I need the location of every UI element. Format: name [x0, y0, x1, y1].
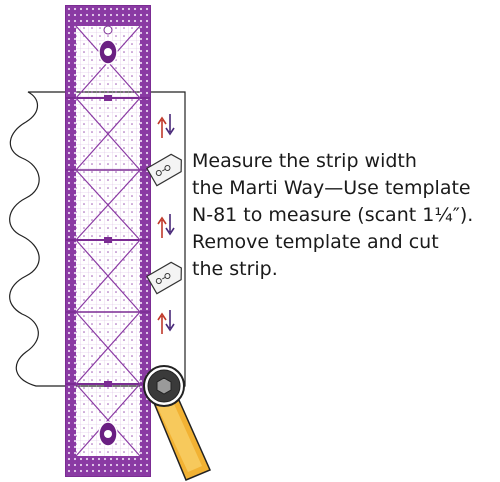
- instruction-line: the Marti Way—Use template: [192, 177, 471, 199]
- up-down-arrow-icon: [157, 114, 175, 138]
- template-n81-upper: [146, 153, 182, 187]
- template-n81-lower: [146, 261, 182, 295]
- ruler-logo-bottom: [98, 421, 118, 447]
- instruction-text: Measure the strip width the Marti Way—Us…: [192, 148, 492, 283]
- instruction-line: Remove template and cut: [192, 231, 439, 253]
- arrows-group: [157, 114, 175, 334]
- up-down-arrow-icon: [157, 214, 175, 238]
- instruction-line: the strip.: [192, 258, 278, 280]
- instruction-line: N-81 to measure (scant 1¼″).: [192, 204, 474, 226]
- instruction-line: Measure the strip width: [192, 150, 417, 172]
- rotary-cutter: [143, 365, 211, 481]
- up-down-arrow-icon: [157, 310, 175, 334]
- ruler-logo-top: [98, 39, 118, 65]
- ruler: [65, 5, 151, 477]
